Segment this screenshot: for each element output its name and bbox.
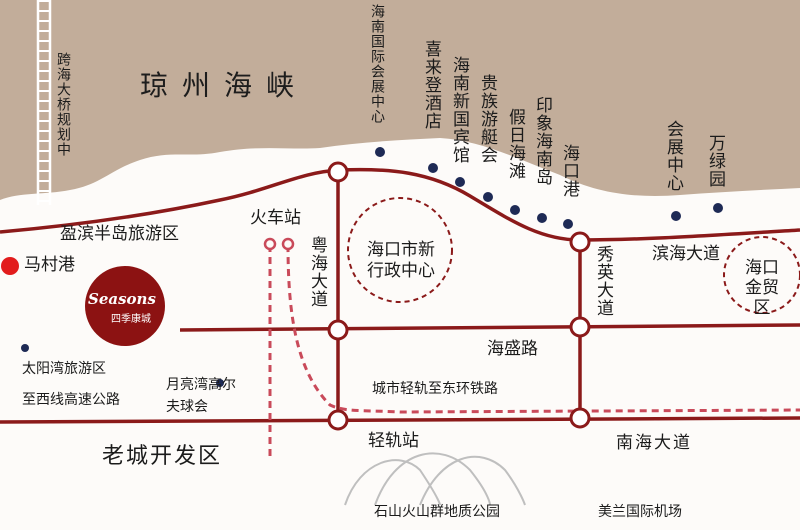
taiyangwan-label: 太阳湾旅游区 (22, 361, 106, 377)
admin-center-ring (347, 197, 453, 303)
nanhai-road-label: 南海大道 (616, 433, 692, 453)
east-poi-label: 万绿园 (705, 134, 725, 188)
coast-poi-label: 海南新国宾馆 (449, 56, 469, 164)
road-nanhai (0, 416, 800, 424)
logo-subtitle: 四季康城 (111, 314, 151, 325)
coast-poi-label: 海口港 (559, 144, 579, 198)
yingbin-label: 盈滨半岛旅游区 (60, 224, 179, 244)
train-station-marker-2 (281, 237, 295, 251)
rail-link-line (286, 244, 800, 414)
coast-poi-label: 假日海滩 (505, 108, 525, 180)
coast-poi-dots (21, 147, 723, 387)
yuehai-road-label: 粤海大道 (307, 236, 327, 308)
light-rail-station-label: 轻轨站 (368, 431, 419, 451)
volcano-arcs (344, 452, 526, 506)
coast-poi-label: 喜来登酒店 (421, 40, 441, 130)
yueliangwan-label: 月亮湾高尔夫球会 (166, 377, 236, 415)
rail-link-label: 城市轻轨至东环铁路 (372, 381, 498, 397)
trade-zone-ring (723, 236, 800, 314)
road-haisheng (179, 323, 800, 332)
binhai-road-label: 滨海大道 (652, 244, 720, 264)
trade-zone-label: 海口金贸区 (745, 258, 779, 318)
coast-poi-label: 贵族游艇会 (477, 74, 497, 164)
meilan-airport-label: 美兰国际机场 (598, 504, 682, 520)
coast-poi-label: 印象海南岛 (532, 96, 552, 186)
haisheng-road-label: 海盛路 (487, 339, 538, 359)
machun-port-label: 马村港 (24, 255, 75, 275)
east-poi-label: 会展中心 (663, 120, 683, 192)
train-station-marker-1 (263, 237, 277, 251)
machun-port-dot (1, 257, 19, 275)
land-area (0, 138, 800, 530)
laocheng-label: 老城开发区 (102, 444, 223, 469)
coast-poi-label: 海南国际会展中心 (369, 4, 385, 124)
admin-center-label: 海口市新行政中心 (367, 240, 435, 281)
bridge-railway (36, 0, 52, 205)
xiuying-road-label: 秀英大道 (593, 245, 613, 317)
logo (85, 266, 165, 346)
intersection-nodes (327, 161, 591, 431)
coastal-road (0, 167, 800, 242)
volcano-park-label: 石山火山群地质公园 (374, 504, 500, 520)
bridge-label: 跨海大桥规划中 (55, 52, 71, 157)
logo-text: Seasons (88, 290, 156, 308)
sea-label: 琼州海峡 (140, 69, 309, 102)
zhixixian-label: 至西线高速公路 (22, 392, 120, 408)
train-station-label: 火车站 (250, 208, 301, 228)
